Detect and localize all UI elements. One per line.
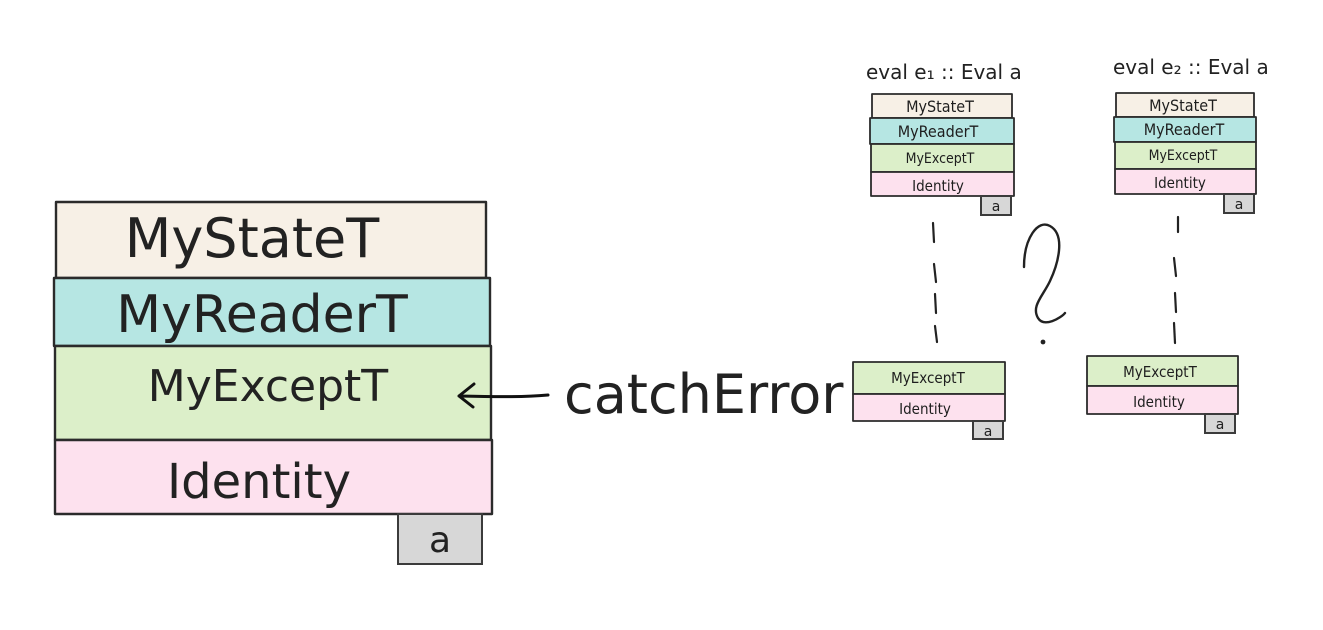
evaluation-one-layer-myexceptt-label: MyExceptT [906, 151, 975, 167]
evaluation-one-reduced-layer-identity-label: Identity [899, 400, 951, 418]
main-layer-myexceptt [53, 344, 493, 442]
question-mark-annotation [1022, 223, 1067, 345]
evaluation-two-reduced-layer-myexceptt [1086, 355, 1239, 387]
evaluation-two-label: eval e₂ :: Eval a [1113, 55, 1269, 79]
main-layer-identity [53, 438, 494, 516]
evaluation-one-result-box [980, 195, 1012, 216]
main-result-label: a [429, 520, 451, 561]
evaluation-two-result-label: a [1235, 197, 1244, 213]
evaluation-two-reduced-result-box [1204, 413, 1236, 434]
evaluation-two: eval e₂ :: Eval a MyStateT MyReaderT MyE… [1086, 55, 1269, 434]
evaluation-one-layer-mystatet-label: MyStateT [906, 97, 974, 116]
evaluation-two-reduced-layer-myexceptt-label: MyExceptT [1123, 363, 1197, 381]
catch-error-arrow [457, 382, 550, 409]
evaluation-two-layer-myreadert-label: MyReaderT [1144, 120, 1225, 139]
main-layer-identity-label: Identity [167, 454, 351, 510]
evaluation-one-reduced-layer-myexceptt [852, 361, 1006, 395]
evaluation-two-layer-mystatet-label: MyStateT [1149, 96, 1217, 115]
evaluation-one-dash-4 [933, 324, 939, 344]
main-layer-mystatet-label: MyStateT [125, 207, 380, 270]
main-result-box [397, 513, 483, 565]
evaluation-two-dash-3 [1173, 291, 1178, 314]
question-mark-curve [1022, 223, 1067, 324]
evaluation-two-layer-identity-label: Identity [1154, 174, 1206, 192]
main-layer-mystatet [54, 200, 488, 280]
evaluation-two-result-box [1223, 193, 1255, 214]
evaluation-two-reduced-layer-identity [1086, 385, 1239, 415]
question-mark-dot [1040, 339, 1046, 345]
evaluation-two-reduced-result-label: a [1216, 417, 1225, 433]
evaluation-one-dash-2 [932, 262, 938, 284]
evaluation-two-layer-myexceptt-label: MyExceptT [1149, 148, 1218, 164]
evaluation-two-dash-4 [1172, 321, 1177, 345]
catch-error-annotation: catchError [457, 363, 844, 426]
evaluation-one-reduced-layer-myexceptt-label: MyExceptT [891, 369, 965, 387]
evaluation-two-layer-identity [1114, 168, 1257, 195]
main-transformer-stack: MyStateT MyReaderT MyExceptT Identity a [52, 200, 494, 565]
evaluation-one-reduced-result-box [972, 420, 1004, 440]
evaluation-one-layer-myreadert-label: MyReaderT [898, 122, 979, 141]
evaluation-one-label: eval e₁ :: Eval a [866, 60, 1022, 84]
evaluation-one-dash-3 [933, 292, 938, 315]
main-layer-myreadert-label: MyReaderT [116, 285, 408, 345]
evaluation-one-layer-identity [870, 171, 1015, 197]
evaluation-one-layer-myexceptt [870, 143, 1015, 173]
evaluation-one-layer-identity-label: Identity [912, 177, 964, 195]
evaluation-two-dash-2 [1172, 256, 1178, 278]
evaluation-two-layer-myexceptt [1114, 141, 1257, 170]
evaluation-one-reduced-layer-identity [852, 393, 1006, 422]
evaluation-two-reduced-layer-identity-label: Identity [1133, 393, 1185, 411]
evaluation-one-dash-1 [931, 221, 936, 244]
main-layer-myexceptt-label: MyExceptT [148, 361, 389, 412]
evaluation-one-reduced-result-label: a [984, 424, 993, 440]
evaluation-one-result-label: a [992, 199, 1001, 215]
main-layer-myreadert [52, 276, 492, 348]
catch-error-label: catchError [564, 363, 844, 426]
evaluation-one: eval e₁ :: Eval a MyStateT MyReaderT MyE… [852, 60, 1022, 440]
evaluation-one-layer-myreadert [869, 117, 1015, 145]
